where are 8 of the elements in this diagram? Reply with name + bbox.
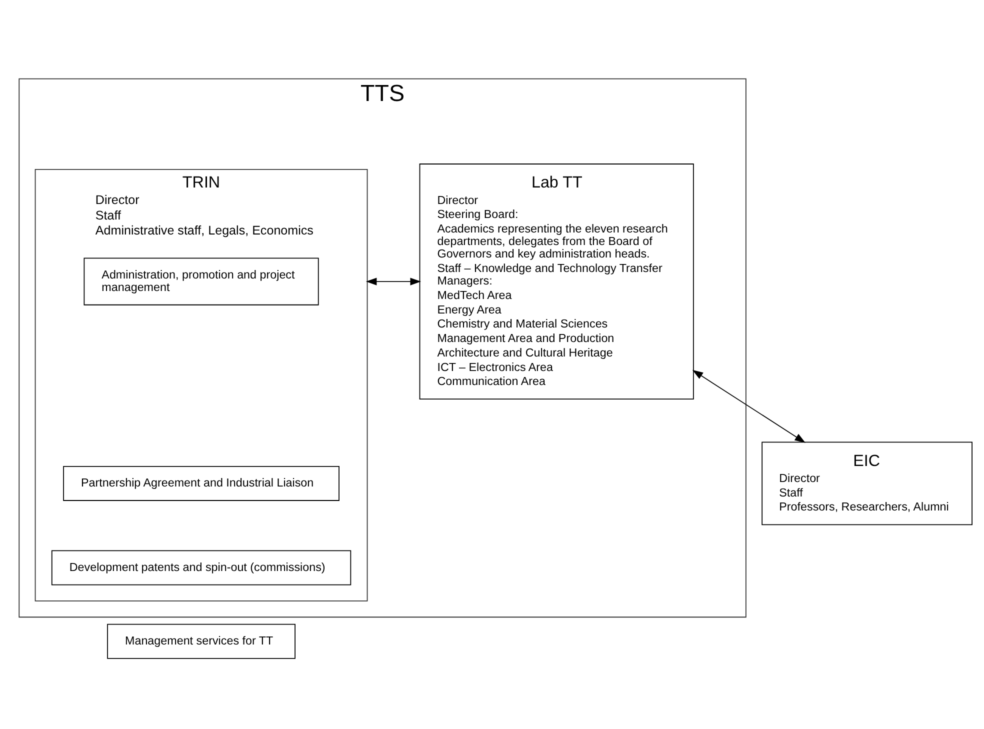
node-box: Development patents and spin-out (commissions) [51, 550, 352, 585]
arrow [692, 369, 806, 442]
node-box: EIC Director Staff Professors, Researchers, Alumni [762, 441, 972, 525]
node-box: Lab TT Director Steering Board: Academics representing the eleven research departments, delegates from the Board of Governors and key administration heads. Staff – Knowledge and Technology Transfer Managers: MedTech Area Energy Area Chemistry and Material Sciences Management Area and Production Architecture and Cultural Heritage ICT – Electronics Area Communication Area [419, 163, 694, 400]
node-box: Management services for TT [107, 623, 296, 658]
node-box: Partnership Agreement and Industrial Liaison [63, 465, 340, 500]
arrow [366, 277, 422, 285]
node-box: Administration, promotion and project management [84, 257, 319, 305]
